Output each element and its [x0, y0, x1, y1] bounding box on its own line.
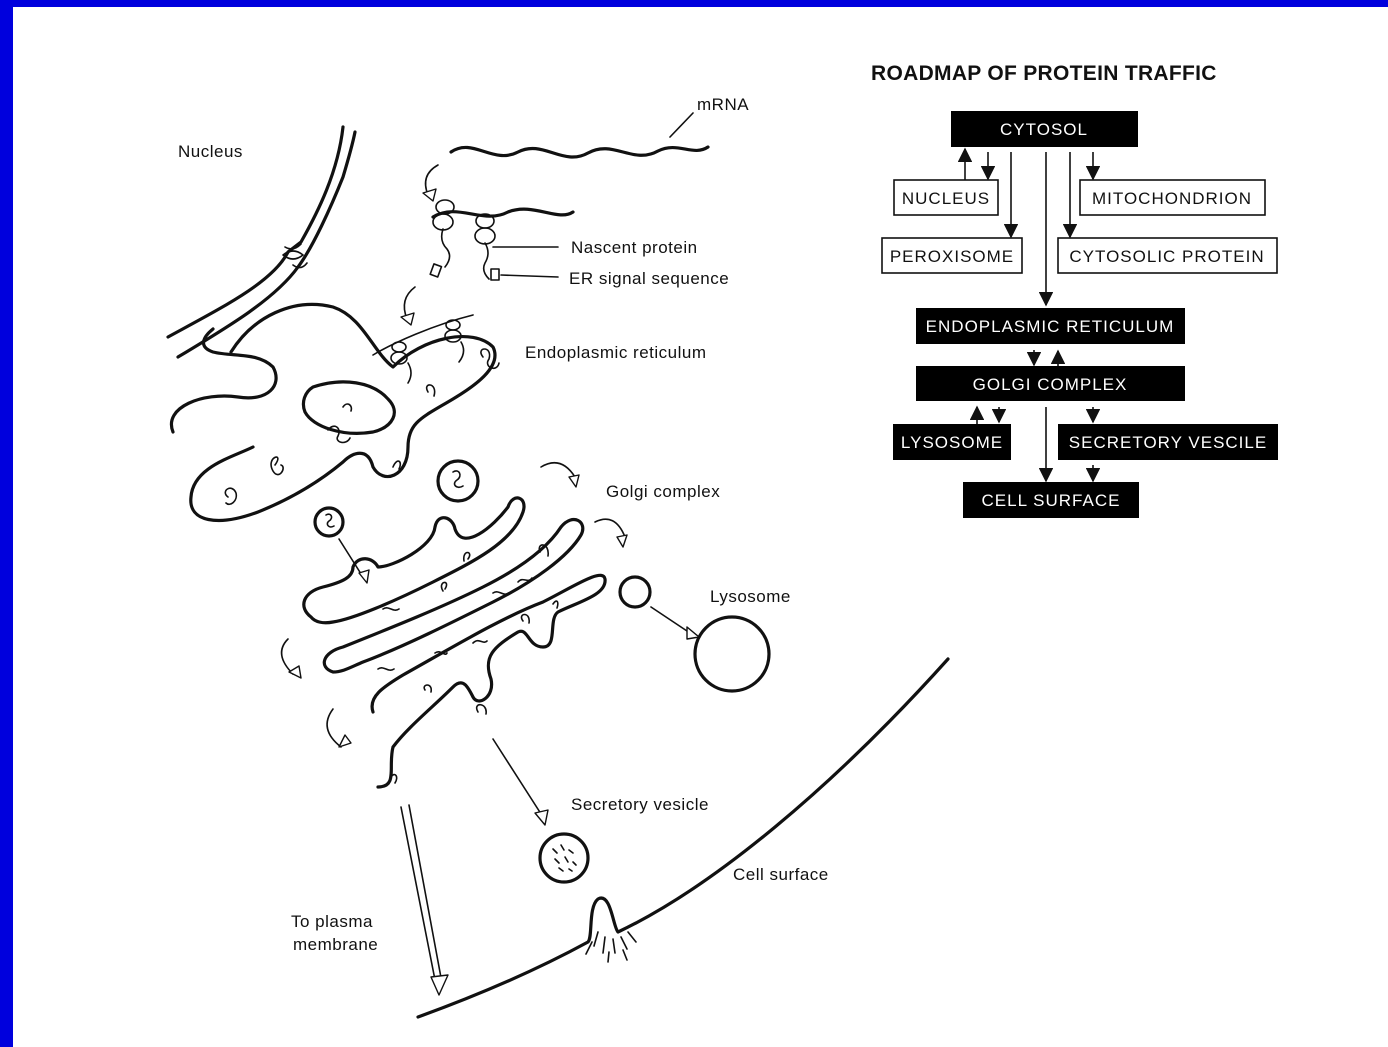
mrna-leader — [670, 113, 693, 137]
svg-text:ENDOPLASMIC RETICULUM: ENDOPLASMIC RETICULUM — [926, 317, 1175, 336]
protein-traffic-diagram: mRNA Nucleus Nascent protein ER signal s… — [13, 7, 1388, 1047]
illustration-labels: mRNA Nucleus Nascent protein ER signal s… — [178, 95, 829, 954]
exocytosis-release — [586, 932, 636, 962]
svg-text:CYTOSOLIC PROTEIN: CYTOSOLIC PROTEIN — [1069, 247, 1264, 266]
plasma-membrane — [418, 659, 948, 1017]
label-lysosome: Lysosome — [710, 587, 791, 606]
label-nascent-protein: Nascent protein — [571, 238, 698, 257]
label-membrane: membrane — [293, 935, 378, 954]
roadmap-box-golgi-complex: GOLGI COMPLEX — [916, 366, 1185, 401]
ribosomes-free — [430, 200, 573, 280]
svg-text:SECRETORY VESCILE: SECRETORY VESCILE — [1069, 433, 1267, 452]
roadmap-box-secretory-vesicle: SECRETORY VESCILE — [1058, 424, 1278, 460]
roadmap-title: ROADMAP OF PROTEIN TRAFFIC — [871, 62, 1217, 85]
roadmap-flowchart: ROADMAP OF PROTEIN TRAFFIC CYTOSOL NUCLE… — [871, 62, 1278, 518]
svg-text:CYTOSOL: CYTOSOL — [1000, 120, 1088, 139]
roadmap-box-lysosome: LYSOSOME — [893, 424, 1011, 460]
label-cell-surface: Cell surface — [733, 865, 829, 884]
secretory-vesicle — [540, 834, 588, 882]
roadmap-box-peroxisome: PEROXISOME — [882, 238, 1022, 273]
svg-text:PEROXISOME: PEROXISOME — [890, 247, 1014, 266]
er-bound-ribosomes — [373, 315, 499, 383]
roadmap-box-cytosolic-protein: CYTOSOLIC PROTEIN — [1058, 238, 1277, 273]
svg-text:MITOCHONDRION: MITOCHONDRION — [1092, 189, 1252, 208]
svg-text:NUCLEUS: NUCLEUS — [902, 189, 990, 208]
svg-text:CELL SURFACE: CELL SURFACE — [982, 491, 1121, 510]
roadmap-box-cell-surface: CELL SURFACE — [963, 482, 1139, 518]
label-to-plasma: To plasma — [291, 912, 373, 931]
mrna-strand — [451, 147, 708, 157]
roadmap-box-endoplasmic-reticulum: ENDOPLASMIC RETICULUM — [916, 308, 1185, 344]
roadmap-box-nucleus: NUCLEUS — [894, 180, 998, 215]
label-er-signal-sequence: ER signal sequence — [569, 269, 729, 288]
lysosome — [695, 617, 769, 691]
roadmap-box-mitochondrion: MITOCHONDRION — [1080, 180, 1265, 215]
endoplasmic-reticulum — [171, 304, 499, 520]
diagram-frame: mRNA Nucleus Nascent protein ER signal s… — [13, 7, 1388, 1047]
label-endoplasmic-reticulum: Endoplasmic reticulum — [525, 343, 707, 362]
label-mrna: mRNA — [697, 95, 749, 114]
label-golgi-complex: Golgi complex — [606, 482, 720, 501]
nuclear-envelope — [168, 127, 355, 357]
lysosome-vesicle — [620, 577, 650, 607]
label-nucleus: Nucleus — [178, 142, 243, 161]
roadmap-box-cytosol: CYTOSOL — [951, 111, 1138, 147]
label-secretory-vesicle: Secretory vesicle — [571, 795, 709, 814]
svg-text:LYSOSOME: LYSOSOME — [901, 433, 1003, 452]
cell-illustration — [168, 113, 948, 1017]
svg-text:GOLGI COMPLEX: GOLGI COMPLEX — [973, 375, 1128, 394]
